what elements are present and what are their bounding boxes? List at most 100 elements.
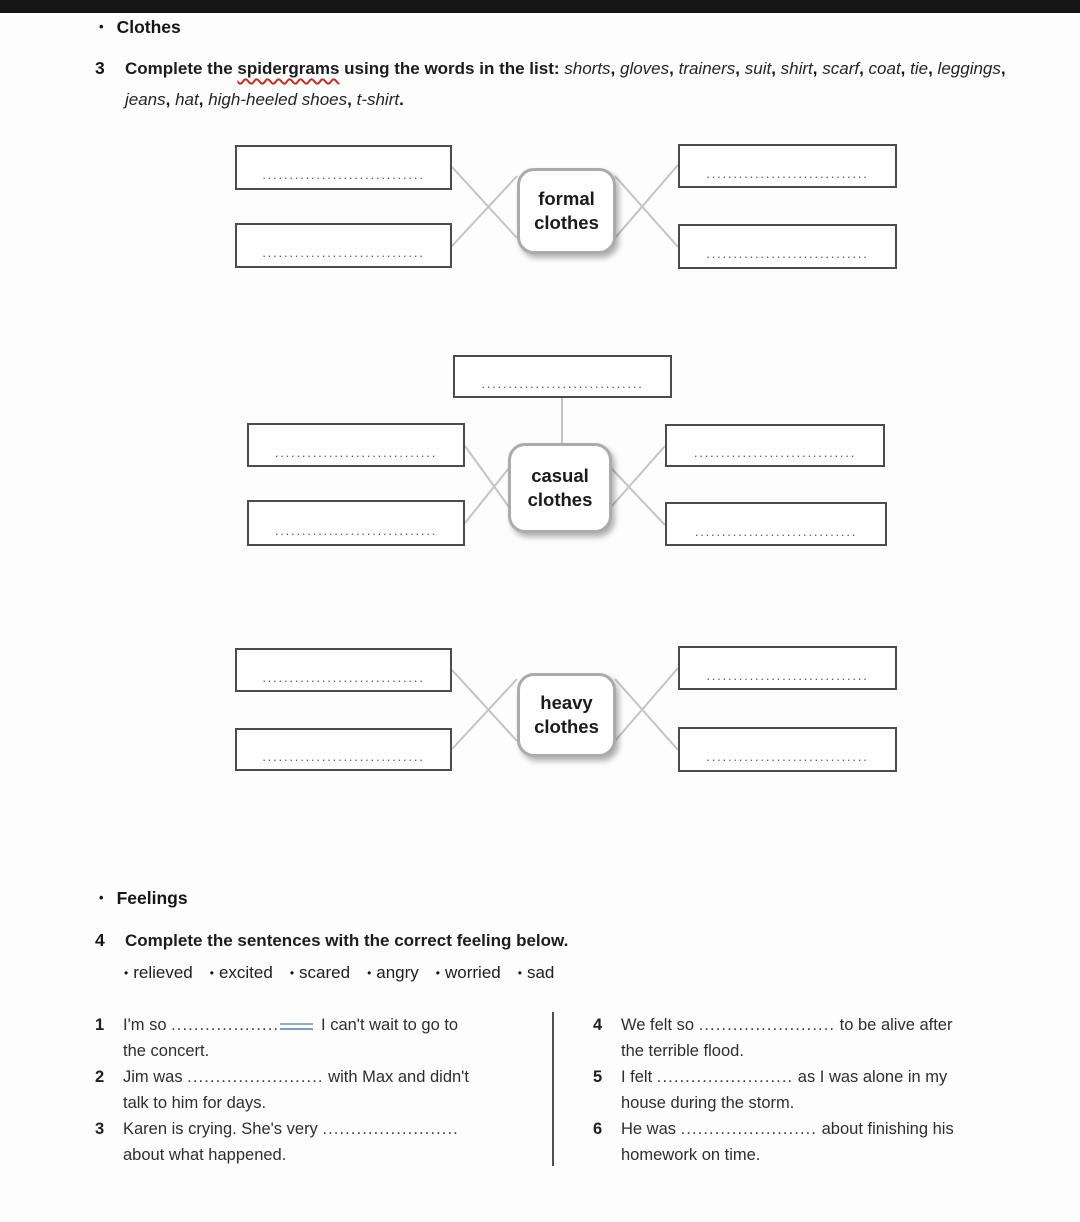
feeling-option: •scared	[290, 963, 350, 982]
answer-dots: ..............................	[262, 669, 425, 684]
word-list-item: hat	[175, 90, 199, 109]
word-list-separator: ,	[900, 59, 911, 78]
option-bullet-icon: •	[435, 966, 440, 980]
word-list-item: coat	[868, 59, 901, 78]
sentence-item: 3 Karen is crying. She's very ...........…	[95, 1116, 545, 1168]
formal-label-line1: formal	[538, 188, 595, 209]
bullet-icon: •	[99, 19, 104, 34]
feelings-options-list: •relieved•excited•scared•angry•worried•s…	[124, 963, 571, 983]
answer-dots: ..............................	[706, 667, 869, 682]
sentence-pre-text: I'm so	[123, 1016, 172, 1034]
word-list-item: scarf	[822, 59, 860, 78]
sentence-item: 5 I felt ........................ as I wa…	[593, 1064, 1063, 1116]
answer-dots: ..............................	[262, 245, 425, 259]
word-list-item: gloves	[620, 59, 670, 78]
heavy-label-line1: heavy	[540, 692, 593, 713]
sentence-line-1: Jim was ........................ with Ma…	[123, 1064, 469, 1090]
answer-dots: ..............................	[274, 444, 438, 459]
word-list-separator: ,	[735, 59, 745, 78]
exercise4-row: 4 Complete the sentences with the correc…	[95, 925, 1015, 956]
instruction-bold-prefix: Complete the	[125, 59, 238, 78]
word-list-item: trainers	[678, 59, 736, 78]
exercise4-instruction: Complete the sentences with the correct …	[125, 931, 569, 950]
feelings-section-label: Feelings	[116, 888, 188, 908]
clothes-section-label: Clothes	[116, 17, 181, 37]
sentence-line-2: the concert.	[123, 1042, 210, 1060]
answer-blank-dots: ........................	[656, 1068, 794, 1086]
word-list-item: shirt	[780, 59, 813, 78]
option-bullet-icon: •	[124, 966, 129, 980]
sentence-post-text: to be alive after	[835, 1016, 953, 1034]
answer-blank-dots: ........................	[322, 1120, 459, 1138]
sentence-pre-text: He was	[621, 1120, 681, 1138]
sentence-number: 1	[95, 1016, 105, 1034]
word-list-separator: ,	[165, 90, 176, 109]
feelings-section-header: • Feelings	[99, 888, 188, 909]
answer-dots: ..............................	[706, 165, 869, 180]
sentence-number: 5	[593, 1068, 603, 1086]
answer-blank-dots: ........................	[680, 1120, 818, 1138]
answer-dots: ..............................	[262, 749, 425, 763]
heavy-answer-box-top-right: ..............................	[678, 646, 897, 690]
feeling-option-label: excited	[218, 963, 273, 982]
feeling-option: •angry	[367, 963, 419, 982]
bullet-icon: •	[99, 890, 104, 905]
word-list-item: tie	[910, 59, 929, 78]
sentence-pre-text: Jim was	[123, 1068, 188, 1086]
sentence-post-text: with Max and didn't	[323, 1068, 469, 1086]
sentence-pre-text: We felt so	[621, 1016, 699, 1034]
sentence-text: He was ........................ about fi…	[621, 1116, 954, 1168]
option-bullet-icon: •	[517, 966, 522, 980]
sentence-line-1: Karen is crying. She's very ............…	[123, 1116, 459, 1142]
sentence-item: 6 He was ........................ about f…	[593, 1116, 1063, 1168]
word-list-separator: ,	[1000, 59, 1006, 78]
sentence-line-1: I'm so ..................... I can't wai…	[123, 1012, 458, 1038]
word-list-separator: ,	[669, 59, 679, 78]
top-border-bar	[0, 0, 1080, 13]
sentence-pre-text: I felt	[621, 1068, 657, 1086]
word-list-item: suit	[744, 59, 772, 78]
answer-blank-dots: ........................	[698, 1016, 836, 1034]
feeling-option: •worried	[436, 963, 501, 982]
exercise3-row: 3 Complete the spidergrams using the wor…	[95, 53, 1015, 115]
feeling-option: • sad	[518, 963, 555, 982]
heavy-clothes-center-node: heavy clothes	[517, 673, 616, 757]
word-list-separator: ,	[859, 59, 869, 78]
sentence-pre-text: Karen is crying. She's very	[123, 1120, 323, 1138]
formal-answer-box-bottom-right: ..............................	[678, 224, 897, 269]
answer-blank-dots: .....................	[171, 1016, 291, 1034]
column-divider-line	[552, 1012, 554, 1166]
exercise4-number: 4	[95, 930, 105, 950]
sentence-text: I felt ........................ as I was…	[621, 1064, 947, 1116]
grammar-check-mark-icon	[280, 1023, 314, 1030]
casual-label-line1: casual	[531, 465, 589, 486]
clothes-section-header: • Clothes	[99, 17, 181, 38]
answer-blank-dots: ........................	[187, 1068, 324, 1086]
sentence-line-2: about what happened.	[123, 1146, 287, 1164]
casual-answer-box-top-right: ..............................	[665, 424, 885, 467]
feeling-option: •excited	[210, 963, 273, 982]
casual-answer-box-top: ..............................	[453, 355, 672, 398]
answer-dots: ..............................	[694, 523, 858, 538]
sentence-item: 1 I'm so ..................... I can't wa…	[95, 1012, 545, 1064]
sentence-text: Jim was ........................ with Ma…	[123, 1064, 469, 1116]
word-list-item: t-shirt	[356, 90, 400, 109]
clothes-word-list: shorts, gloves, trainers, suit, shirt, s…	[125, 59, 1006, 109]
formal-answer-box-top-left: ..............................	[235, 145, 452, 190]
answer-dots: ..............................	[274, 522, 438, 537]
word-list-item: high-heeled shoes	[208, 90, 348, 109]
sentence-number: 6	[593, 1120, 603, 1138]
word-list-item: leggings	[937, 59, 1001, 78]
sentence-number: 3	[95, 1120, 105, 1138]
feeling-option-label: sad	[526, 963, 555, 982]
sentence-line-2: house during the storm.	[621, 1094, 795, 1112]
answer-dots: ..............................	[262, 167, 425, 181]
word-list-separator: ,	[610, 59, 620, 78]
answer-dots: ..............................	[706, 749, 869, 763]
feeling-option-label: relieved	[133, 963, 193, 982]
casual-answer-box-bottom-right: ..............................	[665, 502, 887, 546]
